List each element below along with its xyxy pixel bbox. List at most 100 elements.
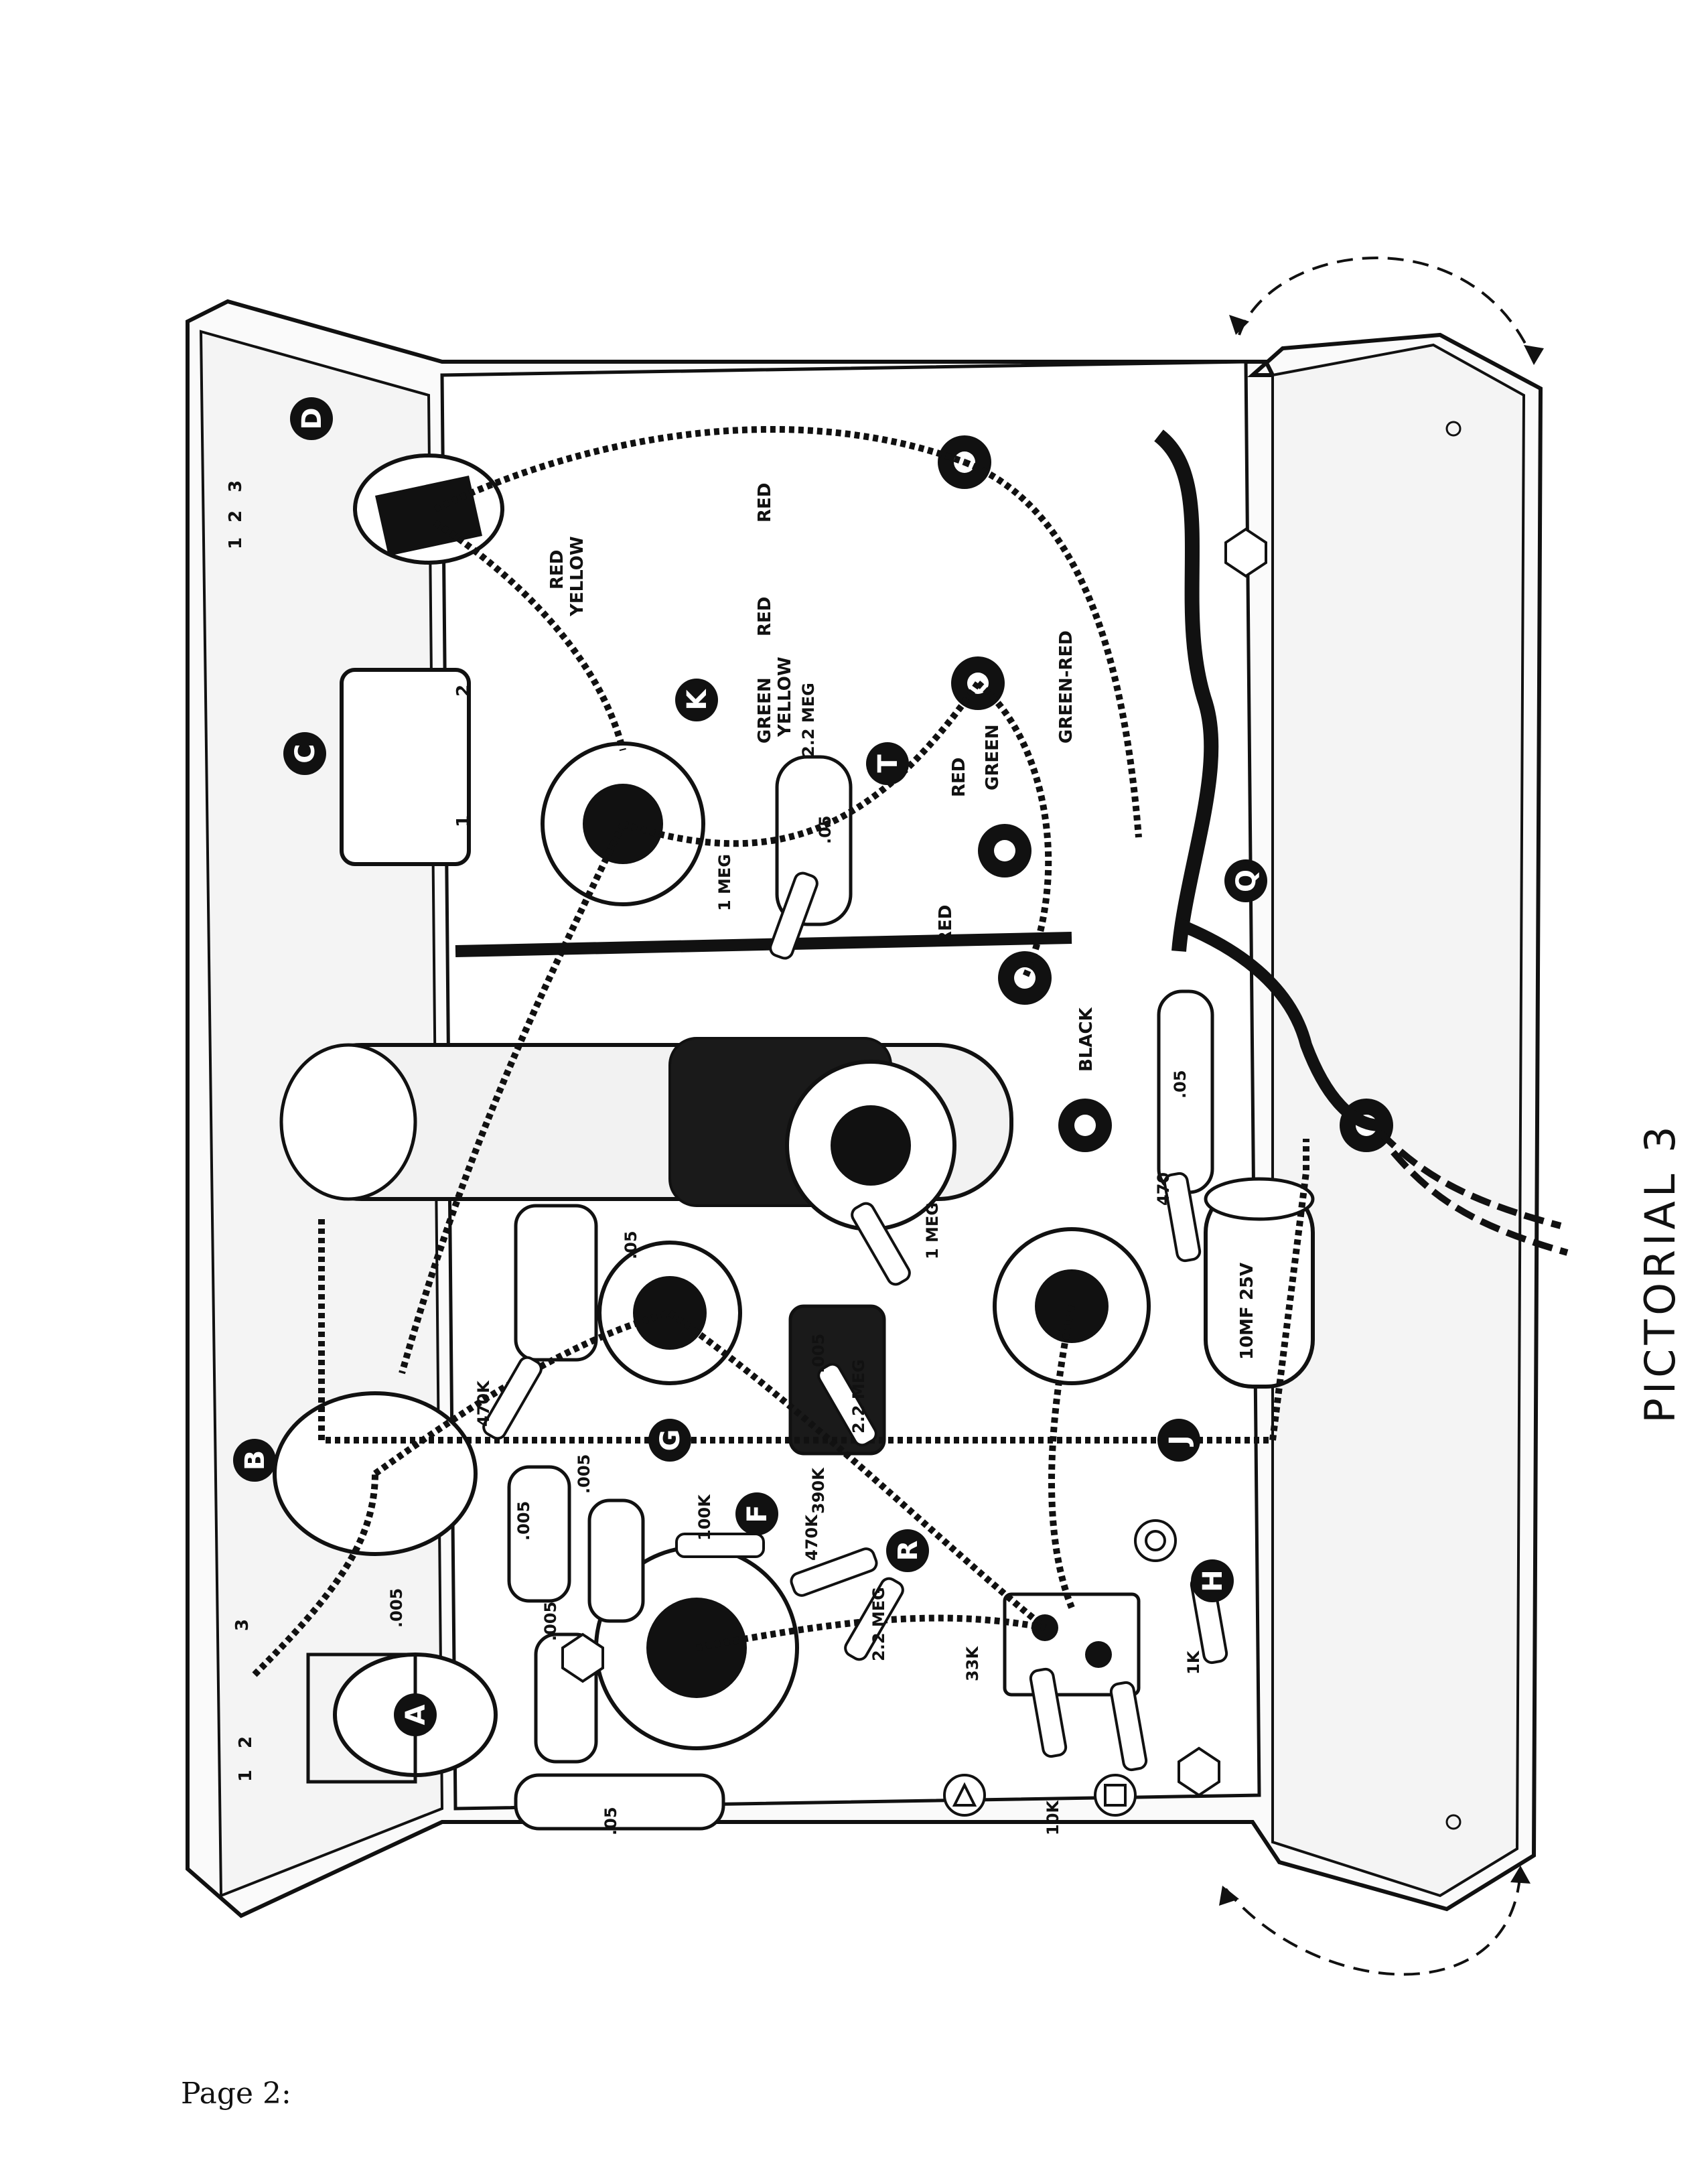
marker-a-label: A <box>401 1704 431 1725</box>
bolt <box>1178 1746 1220 1797</box>
tubular-capacitor <box>514 1773 725 1831</box>
wire-color-label: RED <box>755 483 775 522</box>
grommet <box>978 824 1031 877</box>
marker-h: H <box>1191 1559 1234 1602</box>
marker-c: C <box>283 732 326 775</box>
lug-number: 1 <box>236 1770 256 1782</box>
arrow-head <box>1510 1866 1531 1884</box>
wire-color-label: GREEN <box>755 677 775 744</box>
harness-wire <box>622 681 981 847</box>
wire-color-label: RED <box>936 905 956 944</box>
black-wire <box>1176 918 1380 1131</box>
component-value: .05 <box>816 815 835 844</box>
component-value: .005 <box>541 1602 560 1641</box>
component-value: 100K <box>695 1494 714 1541</box>
marker-f-label: F <box>742 1504 773 1523</box>
electrolytic-capacitor <box>1204 1177 1315 1389</box>
component-value: 33K <box>963 1646 982 1681</box>
component-value: .05 <box>622 1231 640 1259</box>
chassis-pictorial <box>186 257 1569 1976</box>
component-value: 470 <box>1154 1172 1173 1206</box>
outline-marker-triangle <box>943 1774 986 1817</box>
marker-f: F <box>735 1492 778 1535</box>
wire-color-label: BLACK <box>1076 1007 1096 1072</box>
marker-c-label: C <box>290 744 321 763</box>
harness-wire <box>433 519 626 752</box>
wire-color-label: RED <box>755 597 775 636</box>
component-value: .005 <box>809 1334 828 1373</box>
wire-color-label: GREEN-RED <box>1056 630 1076 744</box>
resistor <box>675 1533 765 1558</box>
marker-k: K <box>675 679 718 721</box>
component-value: 1K <box>1184 1650 1203 1675</box>
wire-color-label: RED <box>949 758 969 797</box>
grommet <box>998 951 1052 1005</box>
harness-wire <box>433 425 966 512</box>
resistor <box>482 1356 543 1440</box>
marker-b-label: B <box>240 1450 271 1471</box>
resistor <box>851 1202 911 1286</box>
lug-number: 3 <box>226 480 246 492</box>
component-value: .005 <box>387 1588 406 1628</box>
black-wire <box>455 932 1072 957</box>
resistor <box>1029 1667 1068 1758</box>
resistor <box>1109 1681 1148 1772</box>
arrow-head <box>1219 1886 1239 1906</box>
marker-t-label: T <box>873 754 904 773</box>
lug-number: 2 <box>236 1736 256 1748</box>
component-value: 2.2 MEG <box>799 683 818 757</box>
marker-q-label: Q <box>1231 869 1262 892</box>
wire-color-label: GREEN <box>983 724 1003 790</box>
marker-b: B <box>233 1439 276 1482</box>
marker-j: J <box>1157 1419 1200 1462</box>
tube-socket-upper-right <box>785 1060 956 1231</box>
mounting-hole <box>1445 421 1462 437</box>
resistor <box>790 1547 878 1597</box>
marker-d: D <box>290 397 333 440</box>
component-value: .005 <box>514 1501 533 1541</box>
resistor <box>817 1362 877 1447</box>
lug-number: 2 <box>226 510 246 522</box>
power-cord <box>1391 1149 1569 1256</box>
resistor <box>769 871 819 960</box>
arrow-head <box>1229 315 1249 335</box>
marker-r-label: R <box>893 1541 924 1561</box>
resistor <box>844 1577 904 1661</box>
marker-a: A <box>394 1693 437 1736</box>
component-value: 1 MEG <box>715 854 734 911</box>
marker-g: G <box>648 1419 691 1462</box>
tubular-capacitor <box>514 1204 598 1362</box>
component-value: .005 <box>575 1454 593 1494</box>
power-cord <box>1377 1129 1562 1229</box>
bolt <box>561 1632 604 1683</box>
component-value: 10K <box>1044 1800 1062 1835</box>
lug-number: 1 <box>453 815 474 827</box>
component-value: .05 <box>1171 1070 1190 1099</box>
component-value: 390K <box>809 1467 828 1514</box>
wire-color-label: YELLOW <box>567 536 587 617</box>
fold-arrow-bottom <box>1224 1868 1522 1976</box>
arrow-head <box>1524 345 1544 365</box>
component-value: .05 <box>601 1807 620 1835</box>
component-value: 2.2 MEG <box>849 1359 868 1433</box>
tubular-capacitor <box>507 1465 571 1603</box>
outline-marker-circle <box>1134 1519 1177 1562</box>
chassis-right-flange <box>1271 343 1526 1898</box>
bracket-c <box>340 668 471 866</box>
marker-j-label: J <box>1164 1435 1195 1448</box>
wire-color-label: RED <box>547 550 567 589</box>
component-value: 470K <box>474 1380 493 1427</box>
marker-h-label: H <box>1198 1569 1228 1592</box>
component-value: 470K <box>802 1514 821 1561</box>
grommet <box>1058 1099 1112 1152</box>
outline-marker-square <box>1094 1774 1137 1817</box>
component-value: 1 MEG <box>923 1202 942 1259</box>
page-number: Page 2: <box>181 2077 291 2111</box>
mounting-hole <box>1445 1814 1462 1830</box>
resistor <box>1163 1172 1202 1263</box>
tubular-capacitor <box>587 1498 645 1623</box>
harness-wire <box>318 1139 1309 1444</box>
fold-arrow-top <box>1238 257 1535 362</box>
harness-wire <box>1048 1306 1075 1609</box>
